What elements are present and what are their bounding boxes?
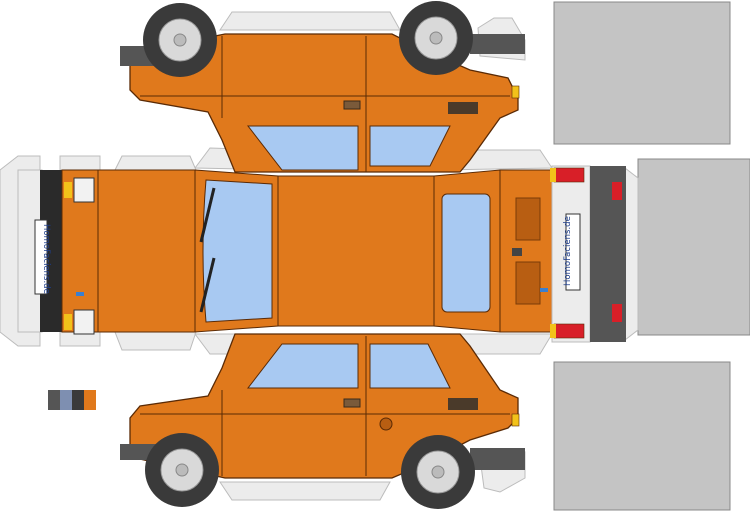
front-indicator-bottom	[64, 314, 72, 330]
fuel-cap	[379, 417, 393, 431]
license-plate-rear-text: HomoFaciens.de	[563, 216, 573, 286]
wheel-top-right	[399, 1, 473, 75]
wheel-bottom-right	[401, 435, 475, 509]
gray-panel-top	[553, 1, 731, 145]
door-handle-top	[343, 100, 361, 110]
wheel-top-left	[143, 3, 217, 77]
rear-lock	[512, 248, 522, 256]
window-rear-top	[369, 125, 451, 167]
rear-window-glass	[441, 193, 491, 313]
gray-panel-middle	[637, 158, 750, 336]
swatch-dark	[72, 390, 84, 410]
windshield-panel	[194, 169, 279, 333]
door-handle-bottom	[343, 398, 361, 408]
color-swatches	[48, 390, 96, 410]
hood	[97, 169, 196, 333]
bumper-bottom-rear	[470, 448, 525, 470]
rear-window-panel	[433, 169, 501, 333]
window-front-top	[246, 125, 359, 171]
vent-grille-top	[448, 102, 478, 114]
gray-panel-bottom	[553, 361, 731, 511]
indicator-bottom	[511, 413, 520, 427]
swatch-orange	[84, 390, 96, 410]
rear-end-panel: HomoFaciens.de	[499, 165, 626, 343]
headlight-top	[73, 177, 95, 203]
swatch-gray	[48, 390, 60, 410]
windshield-glass	[202, 179, 273, 323]
indicator-top	[511, 85, 520, 99]
headlight-bottom	[73, 309, 95, 335]
side-view-top	[120, 1, 525, 173]
roof	[277, 175, 435, 327]
wiper-top	[199, 187, 216, 243]
rear-grille-bottom	[515, 261, 541, 305]
license-plate-front-text: HomoFaciens.de	[41, 224, 51, 294]
bumper-top-rear	[470, 34, 525, 54]
license-plate-front: HomoFaciens.de	[34, 219, 51, 295]
taillight-top	[553, 167, 585, 183]
wheel-bottom-left	[145, 433, 219, 507]
side-view-bottom	[120, 333, 525, 509]
front-end-panel: HomoFaciens.de	[17, 169, 99, 335]
license-plate-rear: HomoFaciens.de	[563, 213, 581, 291]
rear-grille-top	[515, 197, 541, 241]
vent-grille-bottom	[448, 398, 478, 410]
wiper-bottom	[199, 257, 216, 313]
front-indicator-top	[64, 182, 72, 198]
swatch-blue	[60, 390, 72, 410]
window-front-bottom	[246, 343, 359, 389]
taillight-bottom	[553, 323, 585, 339]
window-rear-bottom	[369, 343, 451, 389]
bumper-bottom-front	[120, 444, 156, 460]
